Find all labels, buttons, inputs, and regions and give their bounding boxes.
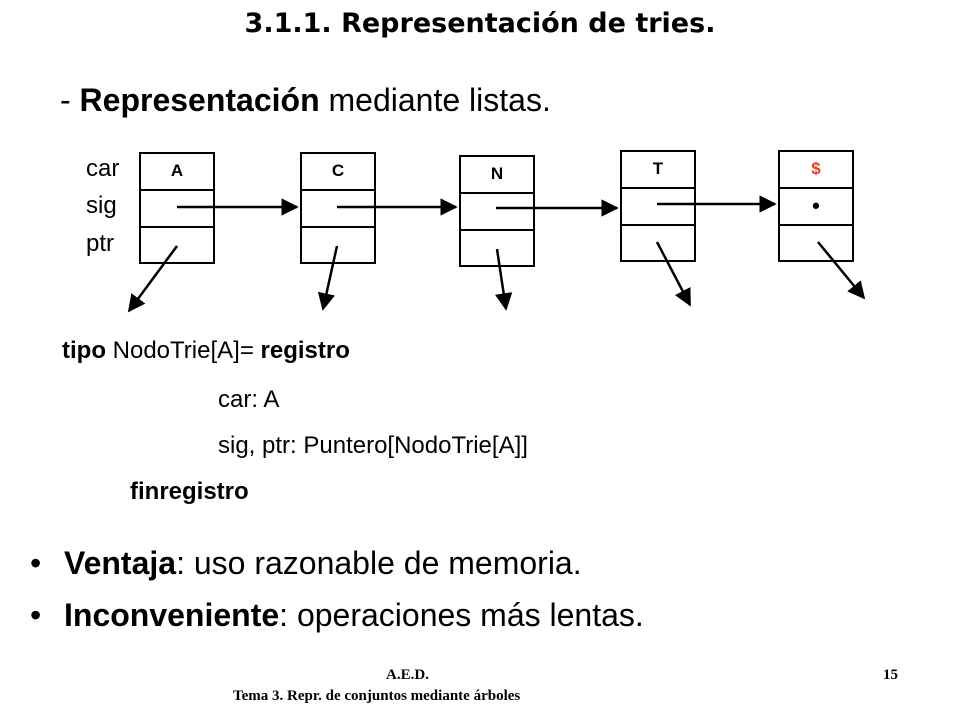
trie-node-end: $ • bbox=[778, 150, 854, 262]
bullet-text: : operaciones más lentas. bbox=[279, 597, 644, 633]
subtitle-bold: Representación bbox=[79, 82, 320, 118]
footer-page-number: 15 bbox=[883, 667, 898, 683]
bullet-text: : uso razonable de memoria. bbox=[176, 545, 582, 581]
node-car-cell: A bbox=[141, 154, 213, 191]
code-type-name: NodoTrie[A]= bbox=[112, 337, 254, 364]
field-label-car: car bbox=[86, 155, 120, 182]
bullet-ventaja: • Ventaja: uso razonable de memoria. bbox=[30, 545, 582, 582]
node-car-cell: $ bbox=[780, 152, 852, 189]
subtitle-prefix: - bbox=[60, 82, 80, 118]
slide-title: 3.1.1. Representación de tries. bbox=[244, 8, 716, 39]
node-sig-cell bbox=[302, 191, 374, 228]
bullet-bold: Ventaja bbox=[64, 545, 177, 581]
node-sig-cell bbox=[622, 189, 694, 226]
node-char: C bbox=[331, 161, 345, 180]
bullet-glyph: • bbox=[30, 597, 42, 633]
node-char: N bbox=[490, 164, 504, 183]
node-char: $ bbox=[811, 159, 821, 178]
code-line-2: car: A bbox=[218, 386, 280, 413]
node-char: T bbox=[652, 159, 664, 178]
null-marker-dot: • bbox=[812, 193, 820, 218]
code-line-1: tipo NodoTrie[A]= registro bbox=[62, 337, 350, 365]
subtitle-rest: mediante listas. bbox=[319, 82, 551, 118]
footer-course: A.E.D. bbox=[386, 667, 429, 683]
keyword-finregistro: finregistro bbox=[130, 478, 249, 505]
code-line-3: sig, ptr: Puntero[NodoTrie[A]] bbox=[218, 432, 528, 459]
footer-topic: Tema 3. Repr. de conjuntos mediante árbo… bbox=[233, 688, 521, 704]
ptr-arrow-c bbox=[317, 245, 339, 311]
bullet-glyph: • bbox=[30, 545, 42, 581]
node-char: A bbox=[170, 161, 184, 180]
bullet-bold: Inconveniente bbox=[64, 597, 280, 633]
field-label-sig: sig bbox=[86, 192, 117, 219]
keyword-registro: registro bbox=[260, 337, 350, 364]
ptr-arrow-end bbox=[817, 241, 866, 300]
node-sig-cell bbox=[141, 191, 213, 228]
node-car-cell: T bbox=[622, 152, 694, 189]
field-label-ptr: ptr bbox=[86, 230, 115, 257]
node-sig-cell: • bbox=[780, 189, 852, 226]
ptr-arrow-t bbox=[655, 241, 692, 307]
ptr-arrow-a bbox=[127, 245, 179, 313]
ptr-arrow-n bbox=[495, 248, 513, 311]
node-car-cell: C bbox=[302, 154, 374, 191]
node-car-cell: N bbox=[461, 157, 533, 194]
bullet-inconveniente: • Inconveniente: operaciones más lentas. bbox=[30, 597, 644, 634]
slide-subtitle: - Representación mediante listas. bbox=[60, 82, 551, 119]
keyword-tipo: tipo bbox=[62, 337, 106, 364]
node-sig-cell bbox=[461, 194, 533, 231]
trie-node-n: N bbox=[459, 155, 535, 267]
